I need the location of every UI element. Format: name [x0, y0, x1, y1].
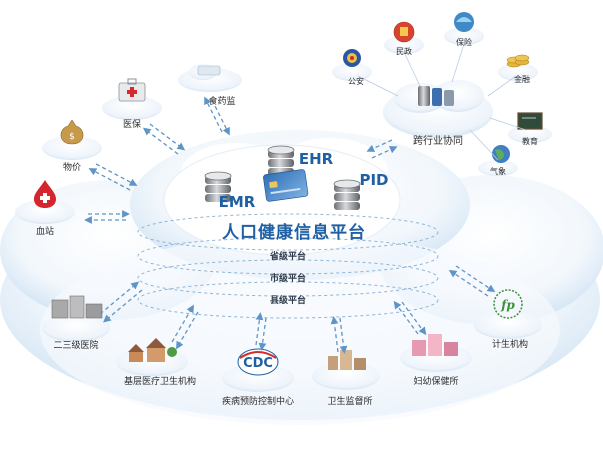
police-badge-icon	[343, 49, 361, 67]
education-node	[508, 112, 552, 143]
civil-affairs-node	[384, 21, 424, 54]
price-node: $	[42, 119, 102, 160]
cross-industry-cloud	[383, 80, 493, 138]
emr-server-icon	[204, 171, 232, 202]
emr-label: EMR	[218, 193, 256, 211]
blood-drop-icon	[34, 180, 56, 208]
medical-insurance-label: 医保	[122, 120, 142, 130]
blood-station-node	[15, 180, 75, 224]
platform-rings	[137, 213, 439, 319]
supervision-buildings-icon	[328, 350, 366, 370]
hospital-23-node	[42, 295, 110, 342]
maternal-buildings-icon	[412, 334, 458, 356]
level-county: 县级平台	[269, 296, 307, 306]
family-planning-logo-icon: fp	[493, 289, 523, 319]
cdc-label: 疾病预防控制中心	[221, 397, 295, 407]
medical-insurance-node	[102, 78, 162, 120]
cross-industry-label: 跨行业协同	[413, 136, 463, 147]
svg-text:$: $	[69, 132, 75, 142]
price-label: 物价	[62, 163, 82, 173]
level-province: 省级平台	[269, 252, 307, 262]
globe-icon	[492, 145, 510, 163]
maternal-child-node	[400, 334, 472, 372]
level-city: 市级平台	[269, 274, 307, 284]
svg-text:CDC: CDC	[243, 356, 273, 371]
police-label: 公安	[348, 77, 364, 86]
pid-server-icon	[333, 179, 361, 210]
food-drug-icon	[197, 65, 221, 76]
hospital-23-label: 二三级医院	[53, 341, 99, 351]
insurance-label: 保险	[456, 38, 472, 47]
supervision-node	[312, 350, 380, 390]
health-card-icon	[263, 169, 309, 202]
maternal-child-label: 妇幼保健所	[413, 377, 459, 387]
weather-label: 气象	[490, 167, 506, 176]
family-planning-node: fp	[474, 289, 542, 339]
supervision-label: 卫生监督所	[327, 397, 373, 407]
primary-care-node	[116, 338, 188, 376]
blood-station-label: 血站	[35, 227, 55, 237]
finance-node	[498, 54, 538, 81]
hub-title: 人口健康信息平台	[222, 223, 366, 243]
police-node	[332, 49, 372, 81]
svg-text:fp: fp	[500, 298, 515, 312]
pid-label: PID	[359, 171, 389, 189]
coins-icon	[506, 54, 530, 68]
blackboard-icon	[517, 112, 543, 130]
civil-affairs-label: 民政	[396, 47, 412, 56]
cdc-logo-icon: CDC	[237, 348, 279, 376]
finance-label: 金融	[514, 75, 530, 84]
education-label: 教育	[522, 137, 538, 146]
flow-arrows	[84, 96, 496, 354]
cross-industry-connectors	[357, 43, 527, 161]
food-drug-label: 食药监	[208, 97, 236, 107]
food-drug-node	[178, 64, 242, 92]
cross-industry-server-icon	[418, 86, 454, 106]
family-planning-label: 计生机构	[491, 340, 529, 350]
clinic-houses-icon	[128, 338, 177, 362]
primary-care-label: 基层医疗卫生机构	[123, 377, 197, 387]
money-bag-icon: $	[60, 119, 84, 145]
hospital-buildings-icon	[51, 295, 103, 319]
insurance-node	[444, 12, 484, 45]
first-aid-kit-icon	[118, 78, 146, 102]
cdc-node: CDC	[222, 348, 294, 392]
ehr-label: EHR	[298, 150, 334, 168]
